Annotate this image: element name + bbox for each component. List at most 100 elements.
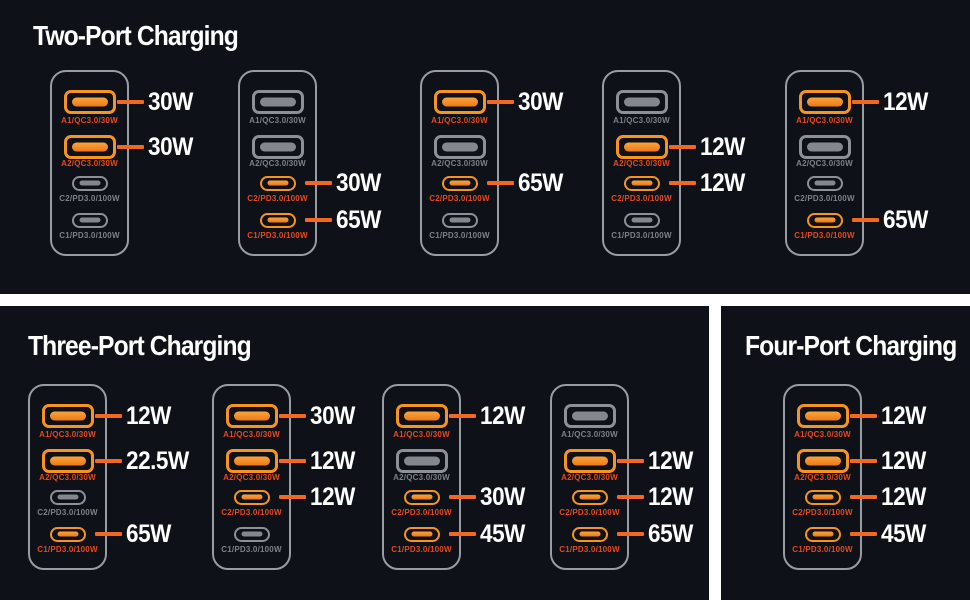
usb-a-port [395,404,448,428]
callout-line [449,414,476,418]
port-tongue [449,180,470,186]
usb-c-port [623,212,660,228]
usb-c-port [806,175,843,191]
port-spec-label: A2/QC3.0/30W [794,473,851,482]
port-tongue [411,531,432,537]
usb-c-port [441,175,478,191]
port-tongue [812,494,833,500]
port-tongue [631,180,652,186]
callout-line [95,414,122,418]
wattage-callout: 30W [336,169,381,197]
usb-c-port [71,175,108,191]
callout-line [669,181,696,185]
port-spec-label: A2/QC3.0/30W [393,473,450,482]
usb-c-port [804,489,841,505]
wattage-callout: 30W [480,483,525,511]
port-tongue [441,142,478,152]
port-spec-label: C2/PD3.0/100W [247,194,308,203]
port-tongue [449,217,470,223]
usb-a-port [225,404,278,428]
wattage-callout: 65W [648,520,693,548]
usb-c-port [233,526,270,542]
port-spec-label: C1/PD3.0/100W [391,545,452,554]
callout-line [852,100,879,104]
usb-c-port [623,175,660,191]
port-tongue [233,456,270,466]
wattage-callout: 12W [648,447,693,475]
wattage-callout: 12W [700,133,745,161]
callout-line [95,532,122,536]
port-tongue [49,456,86,466]
port-spec-label: A1/QC3.0/30W [561,430,618,439]
port-tongue [267,217,288,223]
usb-c-port [259,175,296,191]
port-spec-label: A2/QC3.0/30W [613,159,670,168]
wattage-callout: 30W [148,133,193,161]
usb-c-port [233,489,270,505]
port-tongue [241,494,262,500]
port-spec-label: A2/QC3.0/30W [61,159,118,168]
port-spec-label: A2/QC3.0/30W [223,473,280,482]
usb-a-port [563,404,616,428]
wattage-callout: 12W [126,402,171,430]
wattage-callout: 12W [881,447,926,475]
port-tongue [241,531,262,537]
port-spec-label: A2/QC3.0/30W [249,159,306,168]
port-spec-label: A1/QC3.0/30W [794,430,851,439]
port-spec-label: C2/PD3.0/100W [611,194,672,203]
usb-a-port [433,90,486,114]
port-tongue [57,494,78,500]
port-tongue [259,97,296,107]
usb-a-port [251,135,304,159]
port-spec-label: C2/PD3.0/100W [429,194,490,203]
usb-a-port [563,449,616,473]
port-spec-label: A2/QC3.0/30W [39,473,96,482]
port-tongue [812,531,833,537]
usb-c-port [806,212,843,228]
usb-c-port [259,212,296,228]
wattage-callout: 12W [480,402,525,430]
port-tongue [623,97,660,107]
port-tongue [806,97,843,107]
usb-a-port [41,449,94,473]
usb-c-port [441,212,478,228]
port-tongue [806,142,843,152]
port-spec-label: A1/QC3.0/30W [796,116,853,125]
port-tongue [441,97,478,107]
port-spec-label: C1/PD3.0/100W [59,231,120,240]
port-spec-label: A1/QC3.0/30W [61,116,118,125]
callout-line [852,218,879,222]
callout-line [279,414,306,418]
usb-a-port [63,135,116,159]
wattage-callout: 12W [310,447,355,475]
port-spec-label: C1/PD3.0/100W [559,545,620,554]
port-tongue [71,142,108,152]
port-spec-label: C2/PD3.0/100W [792,508,853,517]
port-tongue [79,217,100,223]
usb-a-port [798,90,851,114]
port-spec-label: A1/QC3.0/30W [249,116,306,125]
callout-line [279,495,306,499]
callout-line [669,145,696,149]
port-tongue [804,456,841,466]
port-tongue [579,531,600,537]
port-spec-label: C1/PD3.0/100W [221,545,282,554]
usb-a-port [798,135,851,159]
port-spec-label: A2/QC3.0/30W [561,473,618,482]
usb-a-port [251,90,304,114]
wattage-callout: 65W [518,169,563,197]
port-tongue [411,494,432,500]
port-spec-label: C1/PD3.0/100W [611,231,672,240]
usb-c-port [49,526,86,542]
port-tongue [631,217,652,223]
usb-c-port [571,489,608,505]
port-tongue [403,456,440,466]
callout-line [617,495,644,499]
port-tongue [804,411,841,421]
